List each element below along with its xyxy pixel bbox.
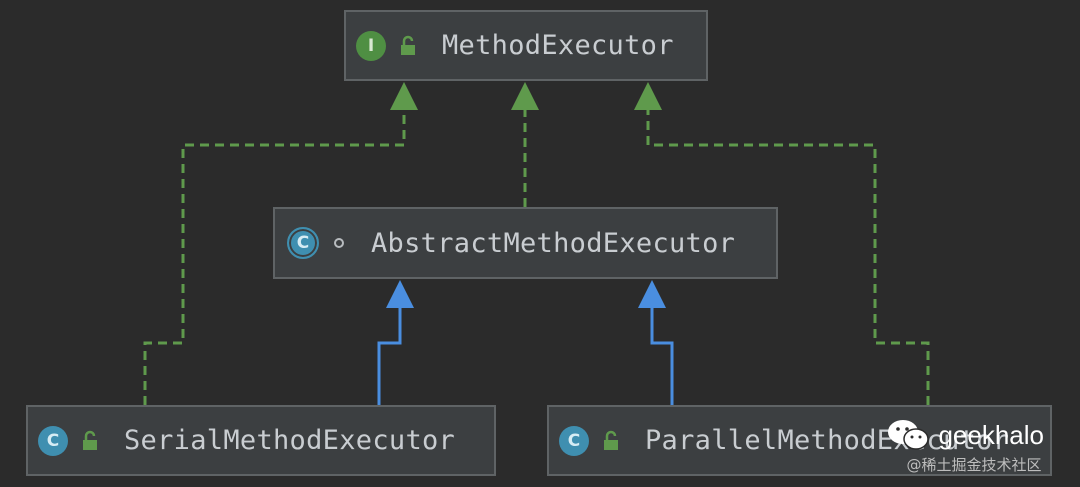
- open-lock-icon: [83, 430, 97, 450]
- extends-edges: [377, 306, 674, 405]
- arrowhead-implements-3: [634, 82, 662, 110]
- node-label-abstract-method-executor: AbstractMethodExecutor: [371, 227, 736, 259]
- abstract-class-icon: C: [287, 227, 319, 259]
- node-serial-method-executor[interactable]: C SerialMethodExecutor: [26, 405, 496, 476]
- arrowhead-extends-1: [386, 280, 414, 308]
- interface-icon: I: [356, 30, 386, 61]
- open-lock-icon: [604, 430, 618, 450]
- class-icon: C: [559, 425, 589, 456]
- edge-serial-implements: [143, 106, 406, 405]
- implements-arrowheads: [390, 82, 662, 110]
- edge-parallel-extends: [650, 306, 674, 405]
- node-abstract-method-executor[interactable]: C AbstractMethodExecutor: [273, 207, 778, 279]
- watermark-site: @稀土掘金技术社区: [906, 456, 1042, 474]
- watermark-name: geekhalo: [938, 419, 1044, 450]
- arrowhead-implements-2: [511, 82, 539, 110]
- package-dot-icon: [334, 238, 344, 248]
- node-parallel-method-executor[interactable]: C ParallelMethodExecutor: [547, 405, 1052, 476]
- watermark-row: geekhalo: [886, 418, 1044, 452]
- edge-serial-extends: [377, 306, 402, 405]
- extends-arrowheads: [386, 280, 666, 308]
- edge-parallel-implements: [646, 106, 930, 405]
- watermark: geekhalo @稀土掘金技术社区: [886, 418, 1044, 475]
- node-label-serial-method-executor: SerialMethodExecutor: [124, 425, 456, 456]
- node-label-parallel-method-executor: ParallelMethodExecutor: [645, 425, 1010, 456]
- open-lock-icon: [401, 35, 415, 55]
- wechat-icon: [888, 420, 930, 450]
- node-method-executor[interactable]: I MethodExecutor: [344, 10, 708, 81]
- implements-edges: [143, 106, 930, 405]
- arrowhead-implements-1: [390, 82, 418, 110]
- arrowhead-extends-2: [638, 280, 666, 308]
- node-label-method-executor: MethodExecutor: [442, 30, 674, 61]
- class-icon: C: [38, 425, 68, 456]
